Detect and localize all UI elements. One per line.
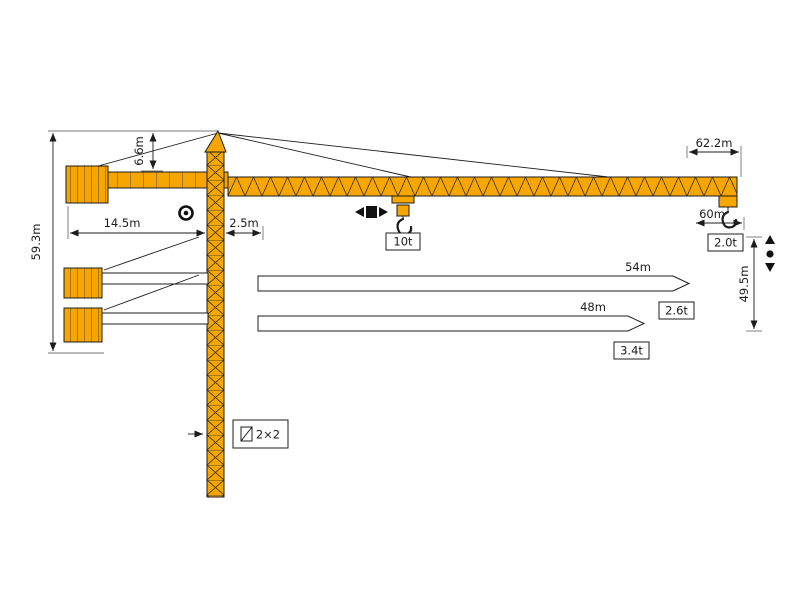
alt-counterweights — [63, 236, 209, 343]
hoist-up-down-icon — [765, 235, 775, 272]
extension-lines — [48, 130, 762, 354]
counterweight-option-2 — [63, 307, 103, 343]
motion-symbols — [178, 205, 775, 272]
mast-section-callout: 2×2 — [188, 419, 289, 449]
jib60-length-label: 60m — [699, 207, 725, 221]
mast-section-label: 2×2 — [256, 428, 280, 442]
jib48-length-label: 48m — [580, 300, 606, 314]
trolley-travel-icon — [355, 206, 388, 218]
jib-outline-48m — [257, 315, 646, 332]
tower-head-height-label: 6.6m — [132, 136, 146, 166]
tip-load-54-value: 2.6t — [665, 304, 688, 318]
main-jib — [227, 176, 738, 197]
counterjib-option-2 — [101, 312, 209, 325]
jib54-length-label: 54m — [625, 260, 651, 274]
jib-tip-block — [718, 195, 738, 208]
crane-structure — [65, 129, 738, 498]
hook-height-label: 49.5m — [737, 266, 751, 303]
trolley — [391, 195, 415, 204]
leader-line-1 — [103, 236, 200, 271]
tip-load-48-box — [613, 341, 650, 360]
jib-outline-54m — [257, 275, 691, 292]
slewing-circle-icon — [178, 205, 194, 221]
jib-max-length-label: 62.2m — [696, 136, 733, 150]
leader-line-2 — [103, 274, 200, 311]
counterjib-radius-label: 14.5m — [104, 216, 141, 230]
counterweight-option-1 — [63, 267, 103, 299]
dimensions: 59.3m 6.6m 14.5m 2.5m 62.2m 60m 49.5m — [29, 133, 758, 351]
rear-tie-bar — [79, 132, 219, 172]
front-tie-bar-2 — [217, 132, 636, 181]
tip-load-54-box — [658, 301, 695, 320]
hook-icon — [396, 217, 413, 236]
total-height-label: 59.3m — [29, 224, 43, 261]
tip-load-60-value: 2.0t — [714, 236, 737, 250]
tip-load-48-value: 3.4t — [620, 344, 643, 358]
max-load-box — [385, 232, 421, 251]
front-tie-bar-1 — [217, 132, 416, 179]
hook-block — [396, 204, 410, 217]
max-load-value: 10t — [393, 235, 413, 249]
tip-load-60-box — [707, 233, 744, 252]
alt-jib-outlines: 54m 48m — [257, 260, 691, 332]
load-boxes: 10t 2.0t 2.6t 3.4t — [385, 232, 744, 360]
counterjib-option-1 — [101, 272, 209, 285]
counterweight-block — [65, 165, 109, 204]
tower-head — [204, 129, 227, 153]
mast-section-icon — [240, 426, 253, 442]
tower-mast — [206, 149, 225, 498]
rear-offset-label: 2.5m — [229, 216, 259, 230]
